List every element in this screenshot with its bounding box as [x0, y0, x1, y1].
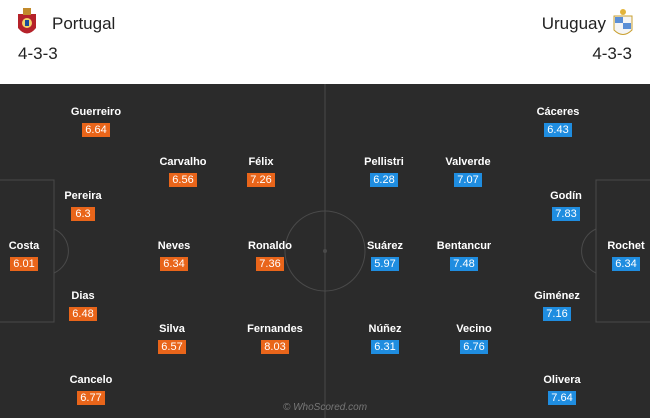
player-rating: 6.3	[71, 207, 95, 221]
player-rating: 6.43	[544, 123, 572, 137]
player-rating: 6.77	[77, 391, 105, 405]
away-formation: 4-3-3	[592, 44, 632, 63]
home-formation: 4-3-3	[18, 44, 58, 63]
player-name: Cancelo	[69, 374, 113, 386]
player-name: Rochet	[607, 240, 645, 252]
player-name: Vecino	[456, 323, 492, 335]
player-rating: 6.64	[82, 123, 110, 137]
player-rating: 6.34	[612, 257, 640, 271]
player-name: Costa	[8, 240, 40, 252]
uruguay-crest-icon	[613, 9, 633, 35]
portugal-crest-icon	[18, 8, 36, 34]
pitch-lines	[0, 84, 650, 418]
player-rating: 6.57	[158, 340, 186, 354]
player-rating: 7.16	[543, 307, 571, 321]
player-rating: 6.01	[10, 257, 38, 271]
player-away-rochet[interactable]: Rochet 6.34	[586, 240, 650, 272]
player-rating: 7.26	[247, 173, 275, 187]
player-home-carvalho[interactable]: Carvalho 6.56	[143, 156, 223, 188]
player-name: Núñez	[368, 323, 402, 335]
player-home-guerreiro[interactable]: Guerreiro 6.64	[56, 106, 136, 138]
player-away-godin[interactable]: Godín 7.83	[526, 190, 606, 222]
player-home-felix[interactable]: Félix 7.26	[221, 156, 301, 188]
player-name: Carvalho	[159, 156, 207, 168]
player-name: Godín	[550, 190, 582, 202]
player-name: Félix	[248, 156, 274, 168]
player-rating: 7.83	[552, 207, 580, 221]
player-rating: 6.56	[169, 173, 197, 187]
match-header: Portugal 4-3-3 Uruguay 4-3-3	[0, 0, 650, 84]
player-away-valverde[interactable]: Valverde 7.07	[428, 156, 508, 188]
player-home-cancelo[interactable]: Cancelo 6.77	[51, 374, 131, 406]
player-home-neves[interactable]: Neves 6.34	[134, 240, 214, 272]
player-rating: 5.97	[371, 257, 399, 271]
home-team-name[interactable]: Portugal	[52, 14, 116, 33]
player-rating: 7.36	[256, 257, 284, 271]
player-away-pellistri[interactable]: Pellistri 6.28	[344, 156, 424, 188]
away-team-name[interactable]: Uruguay	[541, 14, 606, 33]
player-rating: 6.48	[69, 307, 97, 321]
player-away-caceres[interactable]: Cáceres 6.43	[518, 106, 598, 138]
player-home-pereira[interactable]: Pereira 6.3	[43, 190, 123, 222]
player-name: Olivera	[543, 374, 581, 386]
player-name: Silva	[159, 323, 185, 335]
player-home-fernandes[interactable]: Fernandes 8.03	[235, 323, 315, 355]
player-name: Neves	[157, 240, 191, 252]
player-name: Pellistri	[364, 156, 404, 168]
player-away-olivera[interactable]: Olivera 7.64	[522, 374, 602, 406]
player-away-bentancur[interactable]: Bentancur 7.48	[424, 240, 504, 272]
player-rating: 6.34	[160, 257, 188, 271]
player-rating: 6.28	[370, 173, 398, 187]
player-name: Valverde	[445, 156, 491, 168]
player-rating: 7.48	[450, 257, 478, 271]
player-home-silva[interactable]: Silva 6.57	[132, 323, 212, 355]
player-rating: 8.03	[261, 340, 289, 354]
player-name: Fernandes	[247, 323, 303, 335]
player-rating: 7.64	[548, 391, 576, 405]
player-name: Giménez	[534, 290, 580, 302]
player-name: Suárez	[366, 240, 404, 252]
player-away-nunez[interactable]: Núñez 6.31	[345, 323, 425, 355]
player-home-ronaldo[interactable]: Ronaldo 7.36	[230, 240, 310, 272]
player-name: Cáceres	[536, 106, 580, 118]
player-away-gimenez[interactable]: Giménez 7.16	[517, 290, 597, 322]
player-home-costa[interactable]: Costa 6.01	[0, 240, 64, 272]
player-name: Dias	[71, 290, 95, 302]
player-name: Pereira	[64, 190, 102, 202]
player-rating: 6.76	[460, 340, 488, 354]
player-rating: 6.31	[371, 340, 399, 354]
player-name: Ronaldo	[248, 240, 292, 252]
pitch: Guerreiro 6.64 Pereira 6.3 Costa 6.01 Di…	[0, 84, 650, 418]
player-away-suarez[interactable]: Suárez 5.97	[345, 240, 425, 272]
player-rating: 7.07	[454, 173, 482, 187]
player-home-dias[interactable]: Dias 6.48	[43, 290, 123, 322]
player-away-vecino[interactable]: Vecino 6.76	[434, 323, 514, 355]
player-name: Guerreiro	[70, 106, 122, 118]
player-name: Bentancur	[436, 240, 492, 252]
whoscored-watermark: © WhoScored.com	[282, 402, 368, 413]
